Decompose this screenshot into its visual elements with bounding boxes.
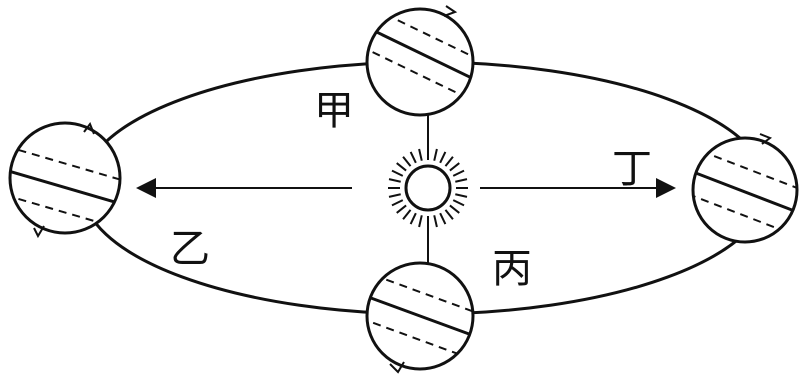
sun-ray	[397, 205, 406, 212]
sun-ray	[440, 213, 445, 224]
label-bing: 丙	[492, 246, 532, 292]
sun-ray	[440, 152, 445, 163]
sun-ray	[411, 152, 416, 163]
sun-ray	[419, 149, 422, 161]
sun-ray	[392, 200, 403, 205]
earth-globe-right	[688, 134, 800, 242]
sun-ray	[392, 171, 403, 176]
earth-globe-bottom	[360, 263, 480, 372]
label-yi: 乙	[170, 226, 210, 272]
sun-ray	[445, 157, 452, 166]
earth-globe-top	[360, 2, 480, 115]
sun-ray	[434, 215, 437, 227]
label-ding: 丁	[612, 146, 652, 192]
sun-ray	[397, 163, 406, 170]
sun-ray	[455, 179, 467, 182]
sun-ray	[453, 200, 464, 205]
sun-ray	[455, 194, 467, 197]
sun-ray	[411, 213, 416, 224]
sun-ray	[450, 163, 459, 170]
sun-ray	[403, 157, 410, 166]
sun-ray	[419, 215, 422, 227]
sun-ray	[453, 171, 464, 176]
sun-ray	[389, 194, 401, 197]
sun-ray	[403, 210, 410, 219]
sun-ray	[434, 149, 437, 161]
sun-ray	[445, 210, 452, 219]
label-jia: 甲	[314, 88, 354, 134]
sun-ray	[450, 205, 459, 212]
sun-ray	[389, 179, 401, 182]
